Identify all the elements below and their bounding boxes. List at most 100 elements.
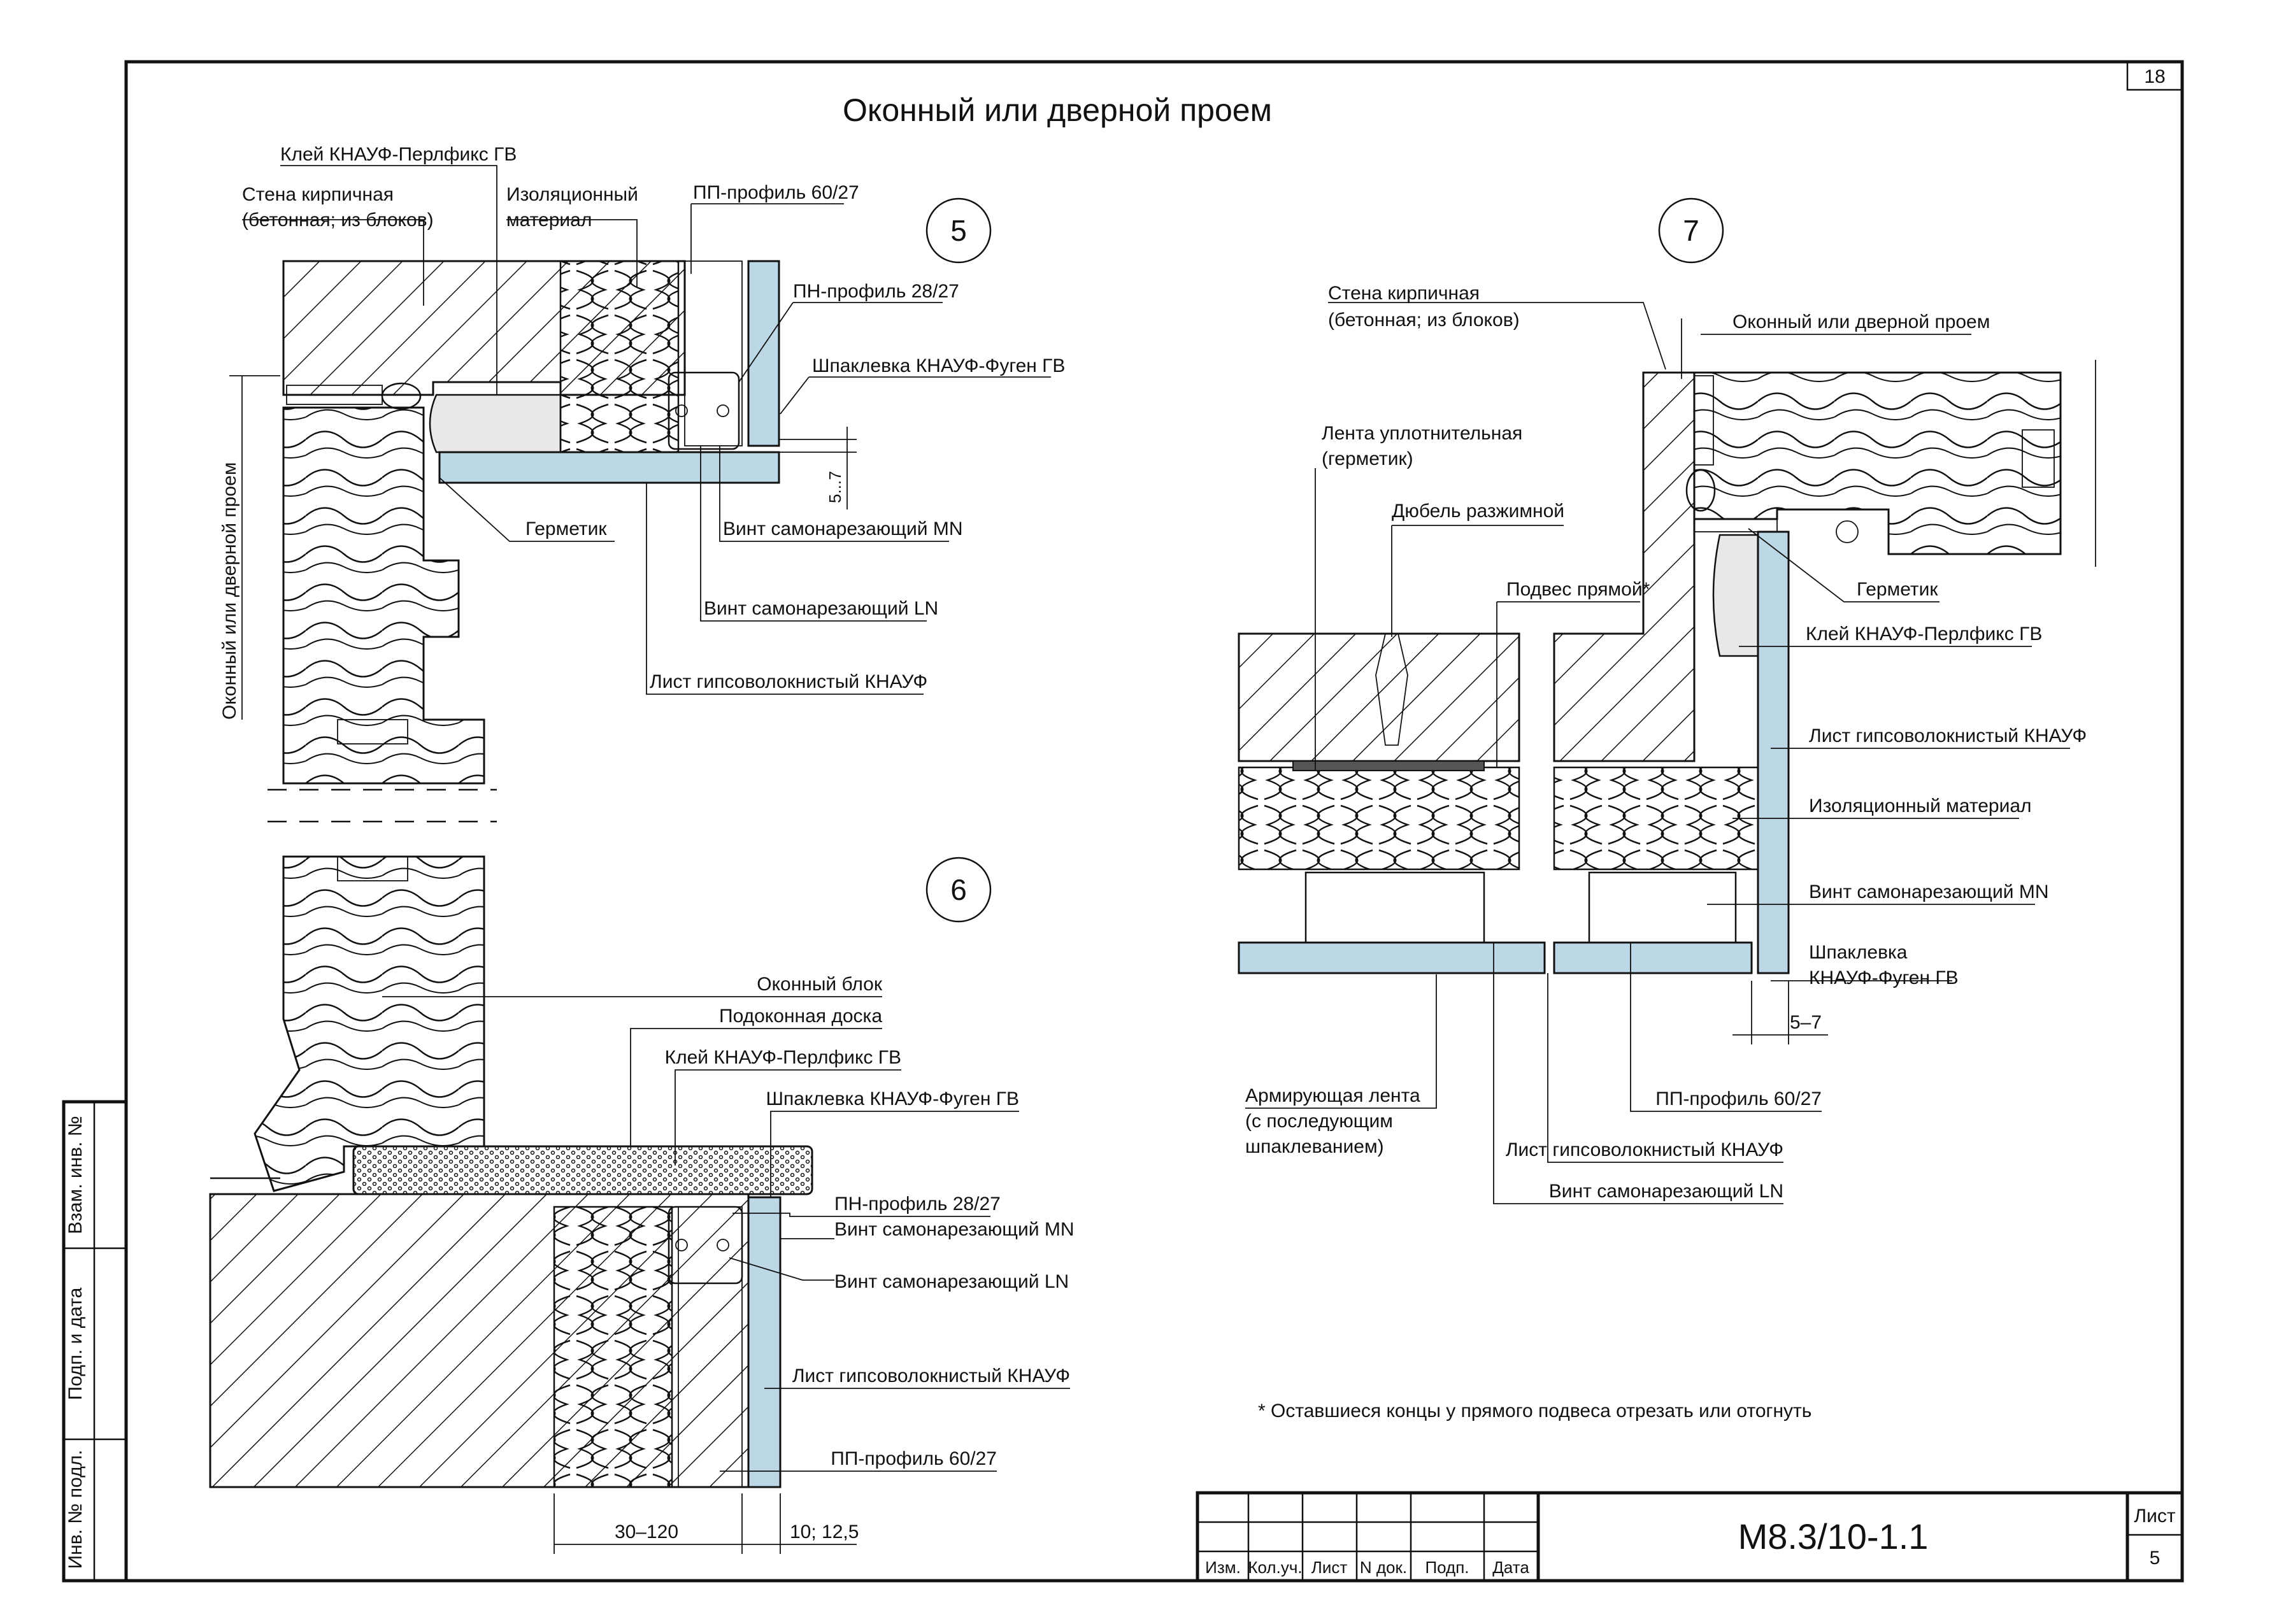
d7-insulation-right bbox=[1553, 766, 1759, 871]
tb-col-podp: Подп. bbox=[1425, 1558, 1469, 1577]
d6-screw-head bbox=[675, 1239, 688, 1251]
d5-board-horizontal bbox=[438, 451, 780, 484]
stamp-podp: Подп. и дата bbox=[65, 1287, 86, 1400]
d5-label-insul2: материал bbox=[506, 210, 592, 231]
d5-sealant-cord bbox=[381, 382, 422, 410]
d7-label-opening: Оконный или дверной проем bbox=[1732, 311, 1990, 332]
tb-col-izm: Изм. bbox=[1205, 1558, 1241, 1577]
title-block: Изм. Кол.уч. Лист N док. Подп. Дата М8.3… bbox=[1196, 1491, 2184, 1583]
d6-label-screw-ln: Винт самонарезающий LN bbox=[834, 1271, 1069, 1292]
tb-col-data: Дата bbox=[1492, 1558, 1529, 1577]
d5-label-sealant: Герметик bbox=[525, 518, 607, 539]
d7-dowel bbox=[1375, 633, 1408, 746]
d7-label-wall1: Стена кирпичная bbox=[1328, 283, 1480, 304]
d5-label-glue: Клей КНАУФ-Перлфикс ГВ bbox=[280, 144, 517, 165]
d5-screw-head bbox=[675, 404, 688, 417]
d7-label-tape-a1: Армирующая лента bbox=[1245, 1085, 1420, 1106]
d6-dim1: 30–120 bbox=[615, 1521, 678, 1542]
d7-sealant-cord bbox=[1685, 469, 1716, 512]
d7-label-glue: Клей КНАУФ-Перлфикс ГВ bbox=[1806, 623, 2042, 645]
d5-label-screw-mn: Винт самонарезающий MN bbox=[723, 518, 963, 539]
d5-glue bbox=[429, 394, 562, 453]
d7-board-left bbox=[1238, 941, 1546, 974]
sheet-number: 5 bbox=[2150, 1548, 2161, 1569]
sheet-label: Лист bbox=[2134, 1506, 2175, 1527]
detail-7: 7 5–7 bbox=[1238, 197, 2096, 1204]
d6-seal bbox=[337, 856, 408, 881]
d7-label-tape-a2: (с последующим bbox=[1245, 1111, 1393, 1132]
tb-col-koluch: Кол.уч. bbox=[1248, 1558, 1302, 1577]
sheet-title: Оконный или дверной проем bbox=[843, 92, 1272, 128]
d7-tape bbox=[1694, 375, 1714, 466]
d5-label-sheet: Лист гипсоволокнистый КНАУФ bbox=[650, 671, 927, 692]
d5-seal bbox=[337, 719, 408, 744]
d6-label-sheet: Лист гипсоволокнистый КНАУФ bbox=[792, 1365, 1070, 1386]
d7-pp-profile-right bbox=[1588, 871, 1737, 944]
d6-board-vertical bbox=[747, 1196, 782, 1488]
d5-pp-profile bbox=[684, 260, 743, 446]
d6-sill-board bbox=[352, 1145, 813, 1195]
d6-label-glue: Клей КНАУФ-Перлфикс ГВ bbox=[665, 1047, 901, 1068]
d7-dim: 5–7 bbox=[1790, 1012, 1822, 1033]
tb-col-ndok: N док. bbox=[1360, 1558, 1407, 1577]
d5-label-wall1: Стена кирпичная bbox=[242, 184, 394, 205]
d5-label-putty: Шпаклевка КНАУФ-Фуген ГВ bbox=[812, 355, 1065, 376]
page-number-box bbox=[2126, 61, 2183, 91]
d7-fastener-icon bbox=[1836, 520, 1859, 543]
d5-label-pp: ПП-профиль 60/27 bbox=[693, 182, 859, 203]
d7-hanger-plate bbox=[1292, 760, 1485, 771]
d7-label-tape2: (герметик) bbox=[1322, 448, 1413, 469]
d7-sealant bbox=[1694, 518, 1778, 532]
stamp-inv: Инв. № подл. bbox=[65, 1450, 86, 1569]
d7-board-vertical bbox=[1757, 531, 1790, 974]
d7-glue bbox=[1712, 534, 1759, 657]
d5-label-insul1: Изоляционный bbox=[506, 184, 638, 205]
d5-window-frame bbox=[282, 406, 485, 785]
d5-insulation bbox=[559, 260, 680, 453]
d5-pn-profile bbox=[668, 371, 740, 450]
d7-label-tape1: Лента уплотнительная bbox=[1322, 423, 1522, 444]
d7-label-putty2: КНАУФ-Фуген ГВ bbox=[1809, 967, 1959, 988]
d5-board-vertical bbox=[747, 260, 780, 447]
d7-label-wall2: (бетонная; из блоков) bbox=[1328, 310, 1520, 331]
stamp-vzam: Взам. инв. № bbox=[65, 1116, 86, 1234]
detail-7-number: 7 bbox=[1683, 214, 1699, 247]
d6-label-sill: Подоконная доска bbox=[719, 1006, 882, 1027]
d6-pn-profile bbox=[668, 1206, 743, 1285]
d5-dim: 5...7 bbox=[825, 471, 845, 503]
sheet-frame bbox=[124, 60, 2184, 1583]
d7-label-insul: Изоляционный материал bbox=[1809, 795, 2032, 816]
d7-board-right bbox=[1553, 941, 1753, 974]
d6-label-window: Оконный блок bbox=[757, 974, 883, 995]
d6-label-pn: ПН-профиль 28/27 bbox=[834, 1193, 1001, 1214]
d7-insulation-left bbox=[1238, 766, 1520, 871]
page-number-top: 18 bbox=[2144, 66, 2165, 87]
d7-label-dowel: Дюбель разжимной bbox=[1392, 501, 1564, 522]
d7-label-screw-ln: Винт самонарезающий LN bbox=[1549, 1181, 1783, 1202]
d7-label-tape-a3: шпаклеванием) bbox=[1245, 1136, 1384, 1157]
detail-5-number: 5 bbox=[950, 214, 967, 247]
d5-screw-head-2 bbox=[717, 404, 729, 417]
d7-label-pp: ПП-профиль 60/27 bbox=[1655, 1088, 1822, 1109]
d7-wall-right bbox=[1553, 371, 1696, 762]
d5-label-screw-ln: Винт самонарезающий LN bbox=[704, 598, 938, 619]
side-stamp: Взам. инв. № Подп. и дата Инв. № подл. bbox=[62, 1100, 128, 1583]
d6-screw-head-2 bbox=[717, 1239, 729, 1251]
d5-opening-label: Оконный или дверной проем bbox=[219, 462, 240, 720]
d7-window-frame bbox=[1693, 371, 2062, 555]
tb-col-list: Лист bbox=[1311, 1558, 1348, 1577]
detail-6-number: 6 bbox=[950, 873, 967, 906]
d5-label-pn: ПН-профиль 28/27 bbox=[793, 281, 959, 302]
drawing-code: М8.3/10-1.1 bbox=[1738, 1516, 1929, 1556]
d6-window-block bbox=[254, 855, 485, 1192]
d5-label-wall2: (бетонная; из блоков) bbox=[242, 210, 434, 231]
d7-label-sheet: Лист гипсоволокнистый КНАУФ bbox=[1809, 725, 2087, 746]
d6-dim2: 10; 12,5 bbox=[790, 1521, 859, 1542]
d6-label-putty: Шпаклевка КНАУФ-Фуген ГВ bbox=[766, 1088, 1019, 1109]
d7-frame-seal bbox=[2022, 429, 2055, 488]
d7-label-sealant: Герметик bbox=[1857, 579, 1938, 600]
d7-label-putty1: Шпаклевка bbox=[1809, 942, 1908, 963]
detail-5: 5 5...7 Оконный или дверной проем bbox=[219, 144, 1065, 823]
detail-6: 6 30–120 10; 12,5 Оконный блок Подоконна… bbox=[209, 855, 1075, 1554]
